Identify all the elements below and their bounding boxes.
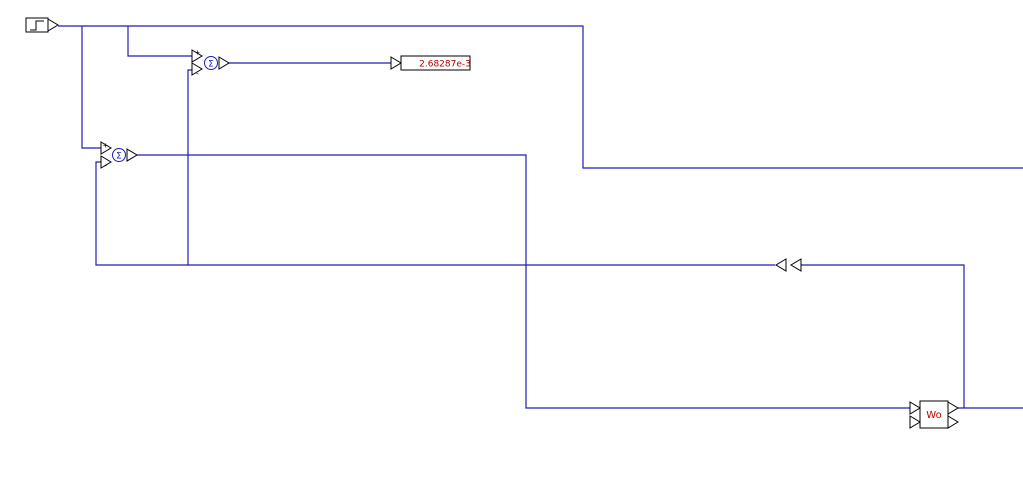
sum-lower-sign-plus: +	[103, 141, 108, 150]
gain-triangle-icon[interactable]	[775, 258, 787, 272]
wire-controller-to-gain[interactable]	[801, 264, 965, 408]
sum-lower-symbol: Σ	[116, 152, 122, 162]
summation-icon	[204, 56, 218, 70]
controller-input-port-2[interactable]	[909, 415, 921, 429]
wire-source-to-sum-upper[interactable]	[127, 26, 192, 57]
controller-block-wo[interactable]: Wo	[909, 400, 959, 429]
gain-block-pair[interactable]	[775, 258, 802, 272]
display-input-port[interactable]	[390, 56, 402, 70]
summation-icon	[112, 148, 126, 162]
sum-upper-sign-plus: +	[195, 48, 200, 57]
display-value: 2.68287e-3	[419, 60, 471, 70]
source-output-port[interactable]	[47, 18, 59, 32]
wire-sum-lower-to-controller[interactable]	[137, 154, 911, 409]
step-source-block[interactable]	[25, 17, 59, 33]
sum-upper-sign-minus: -	[195, 69, 200, 78]
controller-box	[919, 400, 949, 429]
wire-feedback-to-sum-upper[interactable]	[187, 69, 192, 265]
sum-block-upper[interactable]: + - Σ	[191, 48, 230, 78]
wires	[58, 25, 1023, 409]
wire-source-to-right-edge[interactable]	[58, 25, 1023, 169]
sum-upper-output-port[interactable]	[218, 56, 230, 70]
gain-triangle-icon[interactable]	[790, 258, 802, 272]
wire-feedback-line[interactable]	[95, 161, 775, 266]
controller-output-port-1[interactable]	[947, 401, 959, 415]
sum-upper-input-minus[interactable]	[191, 62, 203, 76]
controller-output-port-2[interactable]	[947, 415, 959, 429]
sum-lower-input-plus[interactable]	[100, 141, 112, 155]
sum-upper-symbol: Σ	[208, 60, 214, 70]
display-block[interactable]: 2.68287e-3	[390, 55, 471, 71]
sum-lower-output-port[interactable]	[126, 148, 138, 162]
sum-lower-input-minus[interactable]	[100, 155, 112, 169]
sum-block-lower[interactable]: + - Σ	[100, 141, 138, 170]
step-source-icon	[30, 20, 44, 31]
controller-label: Wo	[926, 410, 941, 421]
display-box	[400, 55, 471, 71]
sum-lower-sign-minus: -	[103, 161, 108, 170]
controller-input-port-1[interactable]	[909, 401, 921, 415]
sum-upper-input-plus[interactable]	[191, 49, 203, 63]
wire-source-to-sum-lower[interactable]	[81, 26, 101, 149]
